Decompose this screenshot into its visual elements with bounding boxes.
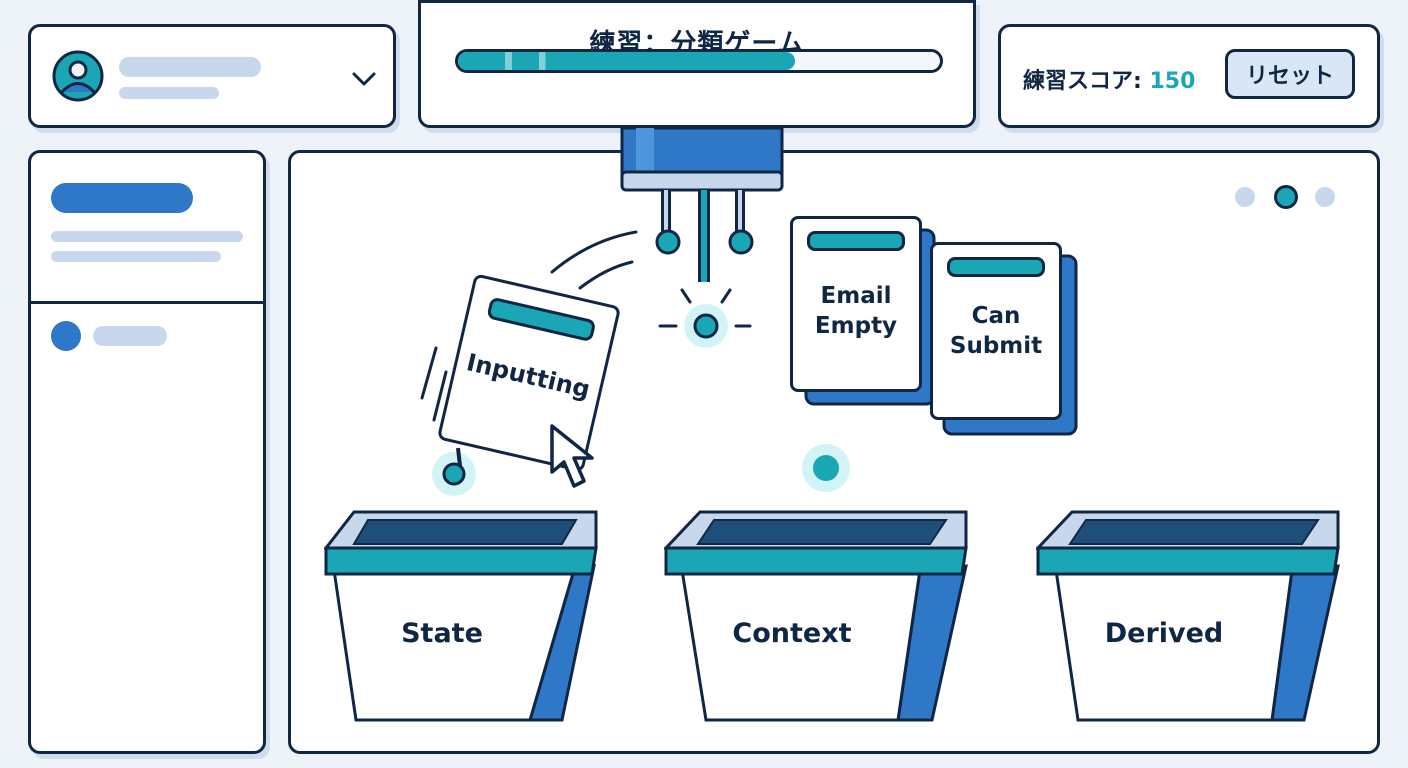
score-display: 練習スコア: 150 — [1023, 63, 1195, 95]
page-dot[interactable] — [1315, 187, 1335, 207]
bin-state[interactable]: State — [324, 508, 600, 722]
score-value: 150 — [1149, 69, 1196, 94]
sidebar-item-dot — [51, 321, 81, 351]
user-subtitle-placeholder — [119, 87, 219, 99]
term-card-email-empty[interactable]: Email Empty — [790, 216, 922, 392]
score-label: 練習スコア: — [1023, 69, 1142, 94]
sidebar-line-placeholder — [51, 231, 243, 242]
sidebar-divider — [31, 301, 263, 304]
term-card-can-submit[interactable]: Can Submit — [930, 242, 1062, 420]
user-avatar-icon — [51, 49, 105, 103]
card-label: Inputting — [463, 348, 593, 404]
sidebar-item-placeholder[interactable] — [93, 326, 167, 346]
sidebar — [28, 150, 266, 754]
bin-label: Derived — [1104, 618, 1224, 649]
game-title-panel: 練習：分類ゲーム — [418, 0, 976, 128]
bin-derived[interactable]: Derived — [1036, 508, 1342, 722]
user-name-placeholder — [119, 57, 261, 77]
bin-label: Context — [732, 618, 852, 649]
card-label-line2: Submit — [949, 333, 1043, 359]
score-panel: 練習スコア: 150 リセット — [998, 24, 1380, 128]
bin-label: State — [401, 618, 483, 649]
cursor-arrow-icon — [548, 422, 608, 494]
chevron-down-icon[interactable] — [351, 69, 377, 89]
bin-context[interactable]: Context — [664, 508, 970, 722]
progress-fill — [458, 52, 796, 70]
user-selector[interactable] — [28, 24, 396, 128]
page-dot-active[interactable] — [1274, 185, 1298, 209]
sidebar-line-placeholder — [51, 251, 221, 262]
card-header-bar — [807, 231, 905, 251]
card-header-bar — [947, 257, 1045, 277]
progress-bar — [455, 49, 943, 73]
page-dot[interactable] — [1235, 187, 1255, 207]
reset-button[interactable]: リセット — [1225, 49, 1355, 99]
sidebar-heading-placeholder — [51, 183, 193, 213]
card-label-line1: Can — [971, 303, 1021, 329]
card-label-line1: Email — [820, 283, 892, 309]
card-label-line2: Empty — [814, 313, 898, 339]
card-header-bar — [486, 296, 597, 343]
